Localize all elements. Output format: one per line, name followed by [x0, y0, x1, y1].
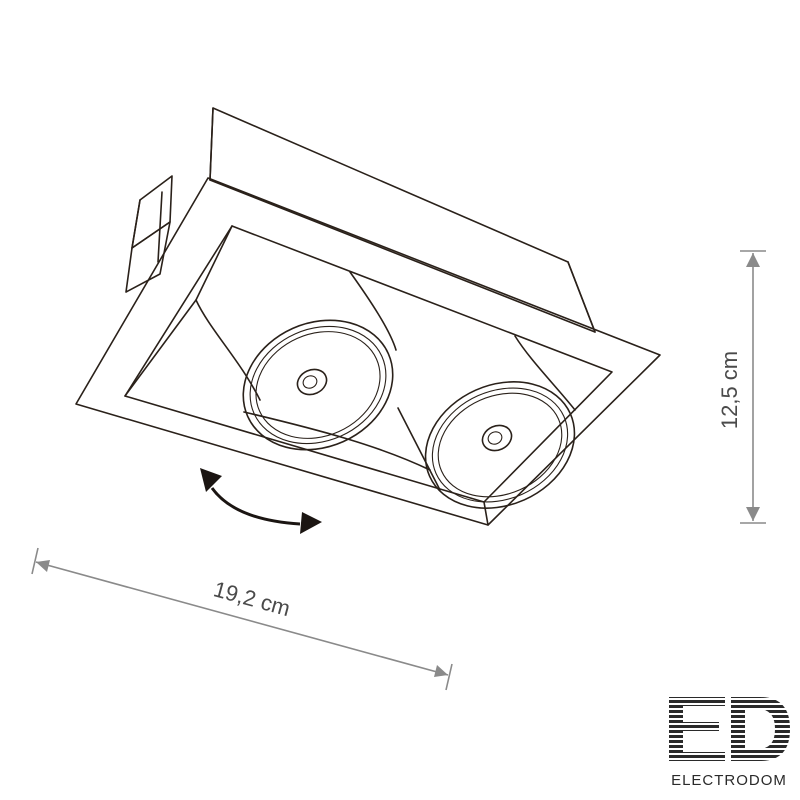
frame: [75, 177, 661, 526]
width-label: 19,2 cm: [211, 576, 293, 621]
logo-wordmark: ELECTRODOM: [671, 772, 787, 789]
electrodom-logo: ELECTRODOM: [669, 697, 790, 789]
rotation-arrow-icon: [200, 468, 322, 534]
height-label: 12,5 cm: [717, 351, 742, 429]
cavity: [124, 225, 576, 491]
height-dimension: 12,5 cm: [717, 250, 766, 524]
width-dimension: 19,2 cm: [31, 547, 453, 691]
spotlight-left: [242, 319, 394, 451]
spotlight-right: [424, 381, 576, 509]
housing: [125, 107, 596, 333]
